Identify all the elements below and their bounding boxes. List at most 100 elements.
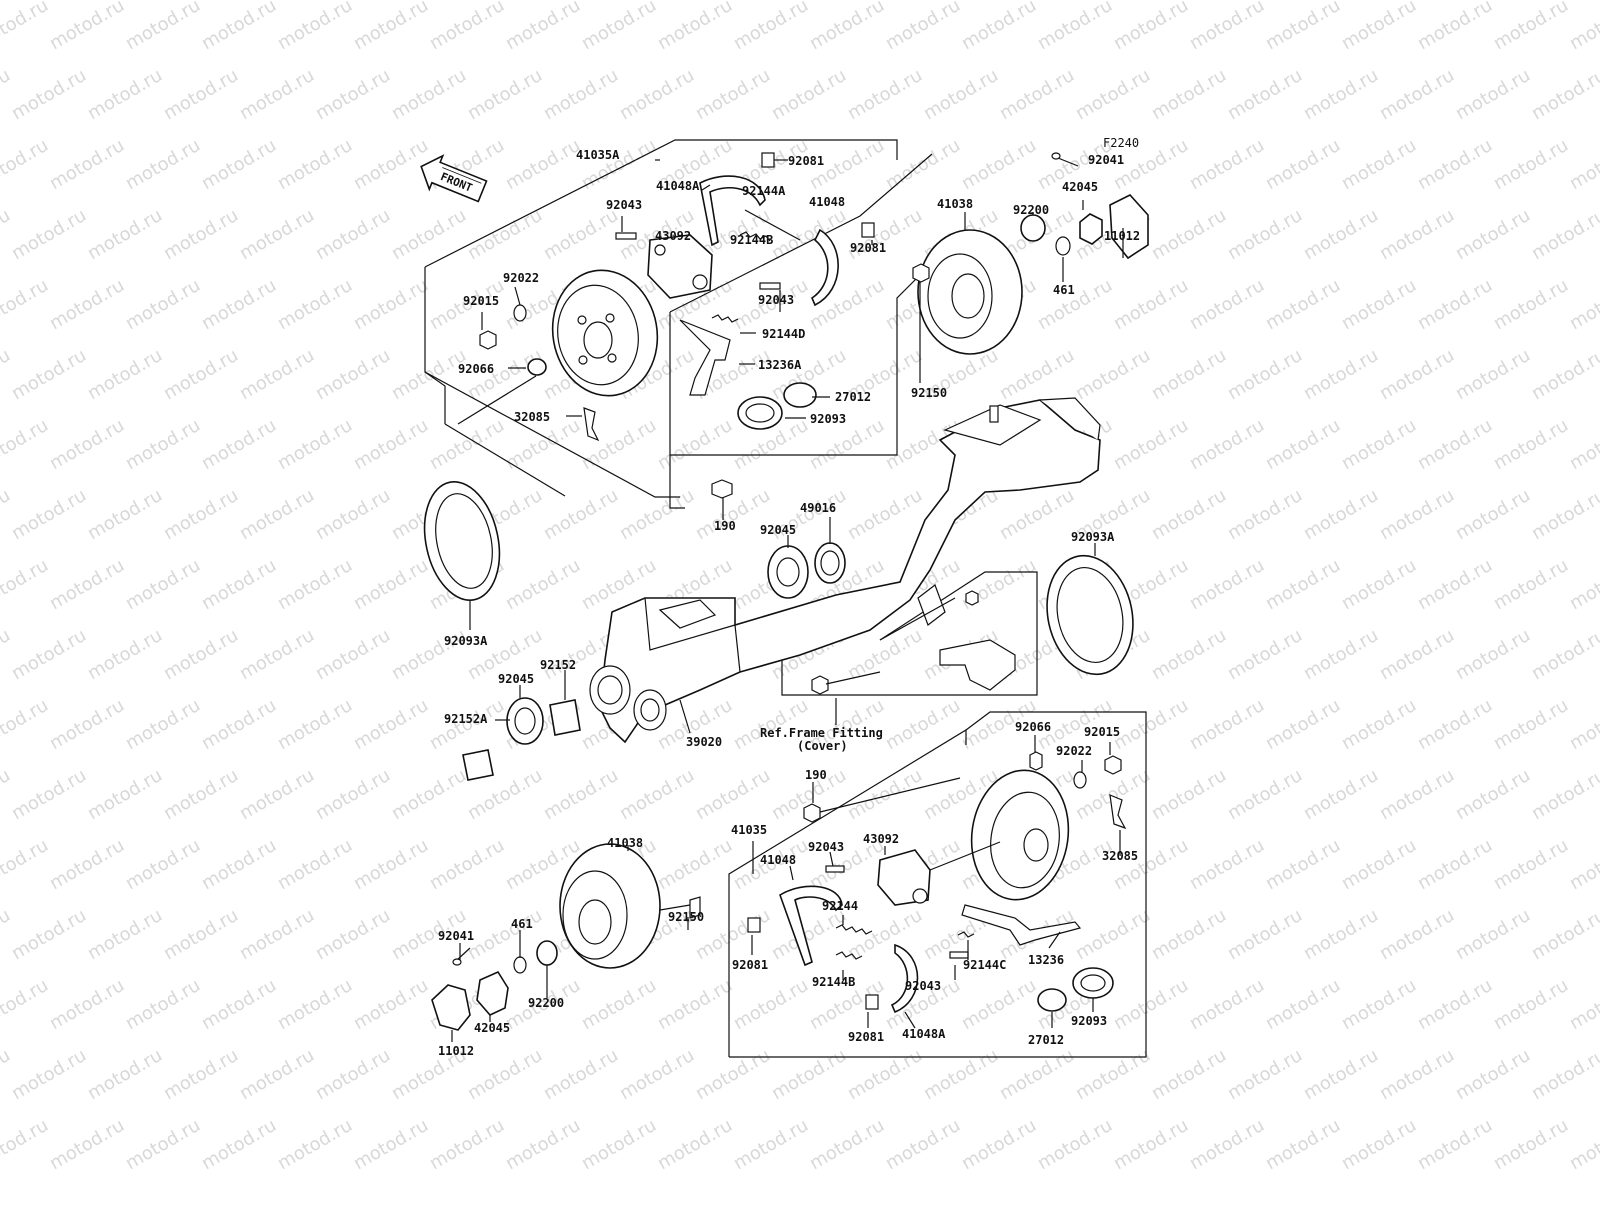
watermark-text: motod.ru	[464, 1045, 546, 1104]
watermark-text: motod.ru	[464, 65, 546, 124]
watermark-text: motod.ru	[426, 1115, 508, 1174]
watermark-text: motod.ru	[654, 975, 736, 1034]
watermark-text: motod.ru	[1110, 835, 1192, 894]
watermark-text: motod.ru	[464, 905, 546, 964]
label-92144: 92144	[822, 899, 858, 913]
watermark-text: motod.ru	[958, 0, 1040, 54]
watermark-text: motod.ru	[654, 835, 736, 894]
watermark-text: motod.ru	[312, 345, 394, 404]
watermark-text: motod.ru	[236, 1045, 318, 1104]
watermark-text: motod.ru	[1110, 695, 1192, 754]
watermark-text: motod.ru	[198, 975, 280, 1034]
watermark-text: motod.ru	[958, 555, 1040, 614]
group-outlines	[424, 139, 1147, 1058]
watermark-text: motod.ru	[46, 835, 128, 894]
label-11012-bot: 11012	[438, 1044, 474, 1058]
watermark-text: motod.ru	[1300, 765, 1382, 824]
watermark-text: motod.ru	[1224, 1045, 1306, 1104]
watermark-text: motod.ru	[1148, 905, 1230, 964]
watermark-text: motod.ru	[160, 625, 242, 684]
label-92043-bot: 92043	[808, 840, 844, 854]
watermark-text: motod.ru	[84, 765, 166, 824]
watermark-text: motod.ru	[730, 975, 812, 1034]
ref-note-line2: (Cover)	[797, 739, 848, 753]
watermark-text: motod.ru	[122, 415, 204, 474]
label-92041-top: 92041	[1088, 153, 1124, 167]
watermark-text: motod.ru	[1528, 905, 1600, 964]
label-27012-bot: 27012	[1028, 1033, 1064, 1047]
upper-left-parts	[479, 152, 875, 499]
watermark-text: motod.ru	[1262, 415, 1344, 474]
watermark-text: motod.ru	[1566, 275, 1600, 334]
watermark-text: motod.ru	[274, 275, 356, 334]
watermark-text: motod.ru	[806, 275, 888, 334]
watermark-text: motod.ru	[1414, 1115, 1496, 1174]
watermark-text: motod.ru	[806, 0, 888, 54]
watermark-text: motod.ru	[1338, 835, 1420, 894]
label-92043-mid: 92043	[758, 293, 794, 307]
watermark-text: motod.ru	[996, 485, 1078, 544]
watermark-text: motod.ru	[84, 345, 166, 404]
watermark-text: motod.ru	[1034, 275, 1116, 334]
watermark-text: motod.ru	[46, 1115, 128, 1174]
label-92043-bot2: 92043	[905, 979, 941, 993]
watermark-text: motod.ru	[350, 415, 432, 474]
label-41048-top: 41048	[809, 195, 845, 209]
watermark-text: motod.ru	[1414, 275, 1496, 334]
watermark-text: motod.ru	[1376, 205, 1458, 264]
watermark-text: motod.ru	[84, 205, 166, 264]
watermark-text: motod.ru	[1376, 765, 1458, 824]
watermark-text: motod.ru	[388, 205, 470, 264]
watermark-text: motod.ru	[312, 905, 394, 964]
watermark-text: motod.ru	[388, 65, 470, 124]
label-42045-bot: 42045	[474, 1021, 510, 1035]
watermark-text: motod.ru	[1376, 1045, 1458, 1104]
watermark-text: motod.ru	[1224, 345, 1306, 404]
watermark-text: motod.ru	[692, 65, 774, 124]
watermark-text: motod.ru	[274, 975, 356, 1034]
label-92144A: 92144A	[742, 184, 786, 198]
watermark-text: motod.ru	[1338, 555, 1420, 614]
watermark-text: motod.ru	[806, 1115, 888, 1174]
watermark-text: motod.ru	[8, 905, 90, 964]
watermark-text: motod.ru	[1338, 975, 1420, 1034]
watermark-text: motod.ru	[350, 1115, 432, 1174]
watermark-text: motod.ru	[160, 1045, 242, 1104]
watermark-text: motod.ru	[844, 905, 926, 964]
label-92066-top: 92066	[458, 362, 494, 376]
label-39020: 39020	[686, 735, 722, 749]
watermark-text: motod.ru	[0, 65, 14, 124]
watermark-text: motod.ru	[1414, 695, 1496, 754]
watermark-text: motod.ru	[1566, 555, 1600, 614]
label-92022-bot: 92022	[1056, 744, 1092, 758]
watermark-text: motod.ru	[578, 135, 660, 194]
watermark-text: motod.ru	[198, 1115, 280, 1174]
watermark-text: motod.ru	[996, 345, 1078, 404]
watermark-text: motod.ru	[198, 0, 280, 54]
watermark-text: motod.ru	[1148, 765, 1230, 824]
watermark-text: motod.ru	[84, 1045, 166, 1104]
label-41048A-top: 41048A	[656, 179, 700, 193]
watermark-text: motod.ru	[236, 485, 318, 544]
watermark-text: motod.ru	[1148, 345, 1230, 404]
watermark-text: motod.ru	[350, 555, 432, 614]
watermark-text: motod.ru	[236, 905, 318, 964]
watermark-text: motod.ru	[46, 0, 128, 54]
watermark-text: motod.ru	[1338, 0, 1420, 54]
watermark-text: motod.ru	[1186, 0, 1268, 54]
watermark-text: motod.ru	[920, 1045, 1002, 1104]
watermark-text: motod.ru	[1262, 695, 1344, 754]
part-labels: 41035A 92081 41048A 92144A 92043 41048 4…	[438, 148, 1140, 1058]
watermark-text: motod.ru	[502, 0, 584, 54]
watermark-text: motod.ru	[0, 695, 52, 754]
watermark-text: motod.ru	[8, 65, 90, 124]
label-92081-bot2: 92081	[848, 1030, 884, 1044]
watermark-text: motod.ru	[1414, 0, 1496, 54]
watermark-text: motod.ru	[46, 695, 128, 754]
watermark-text: motod.ru	[274, 555, 356, 614]
watermark-text: motod.ru	[1528, 625, 1600, 684]
watermark-text: motod.ru	[0, 135, 52, 194]
label-41035: 41035	[731, 823, 767, 837]
label-41038-bot: 41038	[607, 836, 643, 850]
